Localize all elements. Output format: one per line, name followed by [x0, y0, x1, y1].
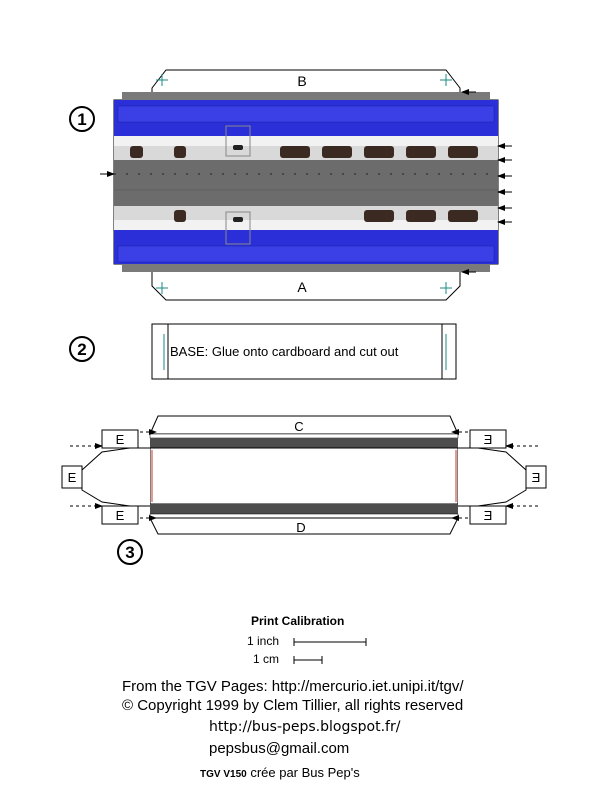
flap-b-label: B [297, 73, 306, 89]
flap-e-mirrored-label: E [483, 432, 492, 447]
source-credit: From the TGV Pages: http://mercurio.iet.… [122, 678, 464, 695]
step-markers [69, 106, 143, 565]
flap-e-label: E [116, 432, 125, 447]
flap-e-label: E [116, 508, 125, 523]
calibration-bars [293, 638, 367, 664]
flap-e-mirrored-label: E [483, 508, 492, 523]
piece-3-roof [61, 415, 547, 535]
copyright-notice: © Copyright 1999 by Clem Tillier, all ri… [122, 697, 464, 714]
calibration-title: Print Calibration [251, 614, 345, 628]
step-3-label: 3 [125, 543, 134, 562]
inch-label: 1 inch [247, 634, 280, 648]
contact-email: pepsbus@gmail.com [209, 740, 350, 757]
blog-url: http://bus-peps.blogspot.fr/ [209, 719, 401, 735]
step-1-label: 1 [77, 110, 86, 129]
cm-label: 1 cm [253, 652, 280, 666]
flap-e-label: E [68, 470, 77, 485]
step-2-label: 2 [77, 340, 86, 359]
base-instruction: BASE: Glue onto cardboard and cut out [170, 344, 399, 359]
model-credit: TGV V150 crée par Bus Pep's [200, 765, 360, 780]
roof-center [114, 160, 498, 206]
strip-d-label: D [296, 520, 305, 535]
model-name: TGV V150 [200, 769, 247, 780]
piece-1-body [100, 69, 512, 301]
strip-c-label: C [294, 419, 303, 434]
flap-e-mirrored-label: E [531, 470, 540, 485]
model-credit-text: crée par Bus Pep's [246, 765, 360, 780]
piece-2-base [151, 323, 457, 380]
flap-a-label: A [297, 279, 307, 295]
